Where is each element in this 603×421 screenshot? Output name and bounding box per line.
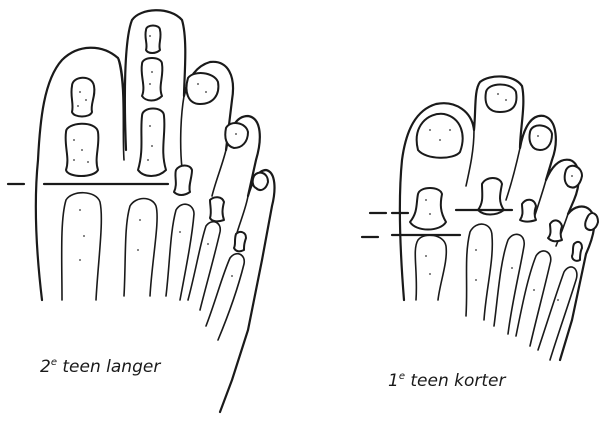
right-bigtoe-distal — [417, 114, 463, 158]
right-toe4-proximal — [548, 220, 562, 241]
right-caption-number: 1 — [388, 371, 399, 391]
left-toe4-distal — [225, 123, 248, 148]
right-caption: 1e teen korter — [388, 371, 507, 391]
left-toe3-distal — [187, 73, 219, 104]
right-toe-gap-2 — [506, 148, 520, 200]
left-metatarsal-3 — [166, 204, 194, 300]
right-metatarsal-1 — [415, 235, 446, 300]
left-toe-gap-2 — [181, 96, 184, 168]
right-toe3-distal — [529, 125, 552, 150]
left-toe5-distal — [253, 173, 268, 190]
right-metatarsal-4 — [516, 251, 551, 346]
right-toe-gap-3 — [534, 180, 546, 218]
left-toe-gap-1 — [118, 58, 124, 160]
right-toe2-distal — [486, 85, 517, 113]
left-toe3-proximal — [174, 166, 192, 196]
left-foot-figure — [8, 10, 274, 412]
left-toe-gap-3 — [212, 150, 226, 196]
left-toe4-proximal — [210, 197, 224, 221]
left-toe2-middle — [142, 58, 163, 101]
left-toe2-distal — [145, 26, 160, 54]
left-caption-number: 2 — [40, 357, 51, 377]
right-caption-text: teen korter — [405, 371, 507, 391]
right-toe4-distal — [565, 166, 582, 188]
right-metatarsal-2 — [466, 224, 492, 320]
left-toe-gap-4 — [236, 196, 248, 236]
right-metatarsal-5 — [538, 267, 577, 360]
right-bigtoe-proximal — [410, 188, 446, 230]
left-caption: 2e teen langer — [40, 357, 161, 377]
left-metatarsal-2 — [124, 199, 157, 297]
left-toe5-proximal — [234, 232, 246, 251]
right-toe3-proximal — [520, 200, 536, 222]
right-toe5-distal — [585, 213, 598, 230]
left-toe2-proximal — [138, 109, 166, 177]
right-toe-gap-1 — [466, 130, 474, 186]
right-toe5-proximal — [572, 242, 582, 261]
left-bigtoe-distal — [71, 78, 94, 117]
left-caption-text: teen langer — [57, 357, 161, 377]
right-foot-figure — [362, 76, 598, 360]
left-metatarsal-1 — [62, 193, 102, 300]
